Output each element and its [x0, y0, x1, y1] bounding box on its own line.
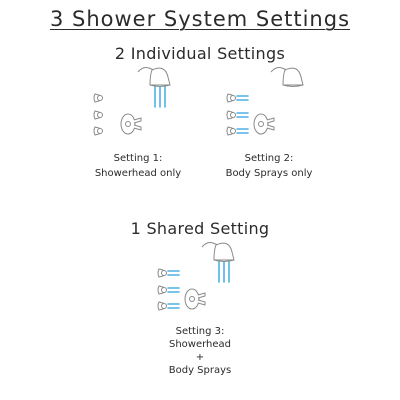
diverter-lever-icon: [266, 117, 275, 124]
body-spray-nozzle: [230, 95, 236, 101]
body-spray-jet-icon: [93, 110, 100, 120]
diverter-lever-icon: [266, 124, 275, 131]
diverter-lever-icon: [133, 124, 142, 131]
body-spray-jet-icon: [93, 93, 100, 103]
body-spray-nozzle: [161, 303, 167, 309]
body-spray-jet-icon: [93, 126, 100, 136]
body-spray-nozzle: [161, 287, 167, 293]
setting-2-diagram: [226, 67, 304, 136]
shower-arm: [137, 67, 155, 73]
valve-handle: [125, 121, 131, 127]
valve-handle: [258, 121, 264, 127]
caption-line: Body Sprays only: [225, 168, 313, 179]
shower-arm: [270, 67, 288, 73]
body-spray-nozzle: [97, 112, 103, 118]
setting-1-diagram: [93, 67, 171, 136]
shared-setting-heading: 1 Shared Setting: [130, 219, 270, 238]
showerhead-icon: [282, 67, 304, 87]
setting-2-caption: Setting 2: Body Sprays only: [199, 151, 339, 181]
caption-line: Setting 2:: [244, 153, 294, 164]
body-spray-nozzle: [97, 128, 103, 134]
body-spray-nozzle: [97, 95, 103, 101]
body-spray-jet-icon: [157, 285, 164, 295]
diverter-lever-icon: [197, 299, 206, 306]
valve-handle: [189, 296, 195, 302]
body-spray-nozzle: [161, 270, 167, 276]
body-spray-jet-icon: [157, 268, 164, 278]
body-spray-nozzle: [230, 112, 236, 118]
setting-3-diagram: [157, 242, 235, 311]
showerhead-icon: [149, 67, 171, 87]
caption-line: Body Sprays: [168, 365, 232, 376]
body-spray-jet-icon: [226, 126, 233, 136]
caption-line: Setting 3:: [175, 326, 225, 337]
diverter-lever-icon: [197, 292, 206, 299]
body-spray-jet-icon: [157, 301, 164, 311]
showerhead-icon: [213, 242, 235, 262]
setting-1-caption: Setting 1: Showerhead only: [68, 151, 208, 181]
caption-line: Setting 1:: [113, 153, 163, 164]
diverter-lever-icon: [133, 117, 142, 124]
body-spray-nozzle: [230, 128, 236, 134]
caption-line: +: [195, 352, 205, 363]
caption-line: Showerhead: [168, 339, 232, 350]
setting-3-caption: Setting 3: Showerhead + Body Sprays: [130, 325, 270, 377]
shower-arm: [201, 242, 219, 248]
body-spray-jet-icon: [226, 110, 233, 120]
individual-settings-heading: 2 Individual Settings: [114, 44, 286, 63]
body-spray-jet-icon: [226, 93, 233, 103]
page-title: 3 Shower System Settings: [49, 7, 351, 31]
caption-line: Showerhead only: [94, 168, 182, 179]
